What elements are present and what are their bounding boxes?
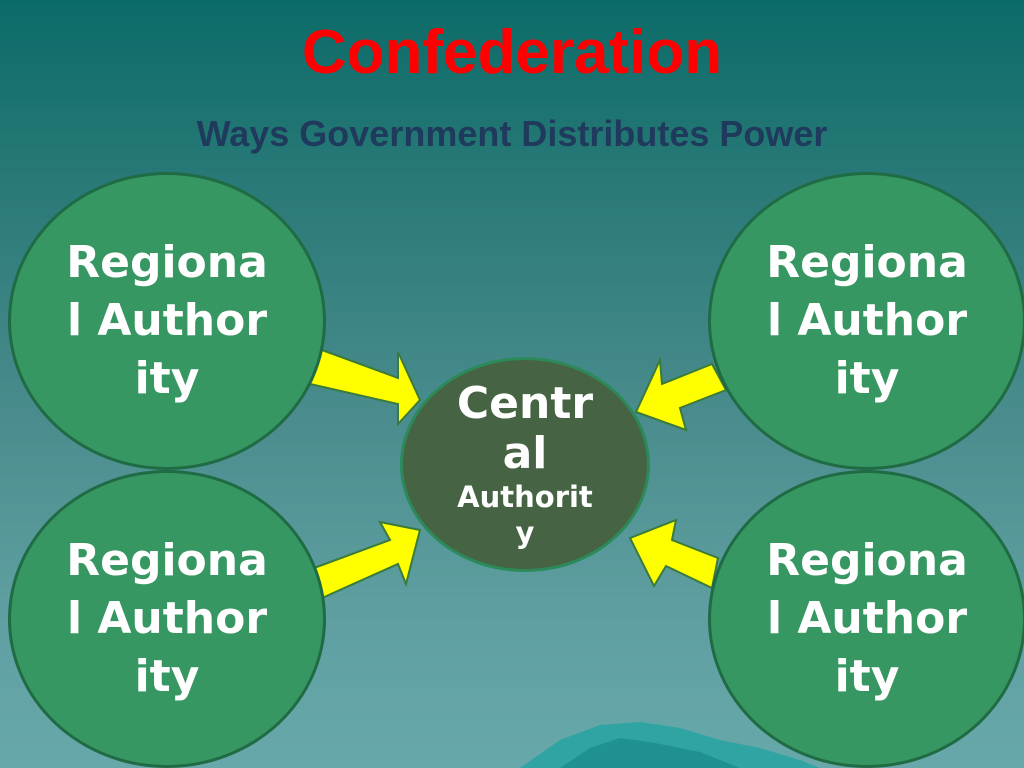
regional-authority-label: Regional Authority	[766, 535, 968, 702]
regional-authority-top-right: Regional Authority	[708, 172, 1024, 470]
central-authority-sub-label: Authority	[457, 479, 593, 550]
slide-subtitle: Ways Government Distributes Power	[196, 113, 828, 154]
regional-authority-label: Regional Authority	[66, 237, 268, 404]
arrow-top-right	[634, 356, 728, 432]
slide-title: Confederation	[301, 18, 723, 87]
regional-authority-label: Regional Authority	[766, 237, 968, 404]
arrow-top-left	[308, 348, 422, 427]
central-authority: Central Authority	[400, 357, 650, 572]
regional-authority-bottom-right: Regional Authority	[708, 470, 1024, 768]
arrow-bottom-left	[312, 520, 422, 600]
regional-authority-label: Regional Authority	[66, 535, 268, 702]
central-authority-main-label: Central	[456, 377, 594, 479]
regional-authority-top-left: Regional Authority	[8, 172, 326, 470]
regional-authority-bottom-left: Regional Authority	[8, 470, 326, 768]
arrow-bottom-right	[628, 518, 720, 590]
